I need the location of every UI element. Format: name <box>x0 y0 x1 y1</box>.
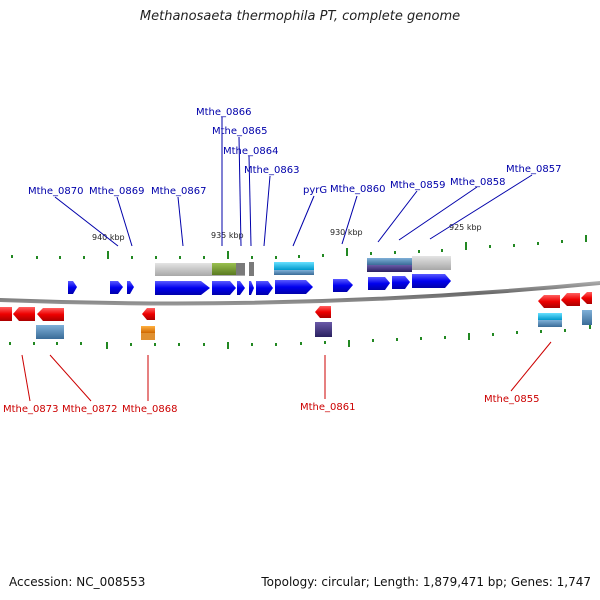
scale-label-940: 940 kbp <box>92 233 125 242</box>
genome-backbone <box>0 281 600 306</box>
reverse-genes <box>0 292 592 321</box>
gene-label-pyrg: pyrG <box>303 185 327 196</box>
gene-label-mthe-0869: Mthe_0869 <box>89 186 145 197</box>
forward-genes <box>68 274 451 295</box>
scale-ticks-lower <box>9 322 591 349</box>
gene-label-mthe-0870: Mthe_0870 <box>28 186 84 197</box>
accession-text: Accession: NC_008553 <box>9 575 146 589</box>
gene-label-mthe-0863: Mthe_0863 <box>244 165 300 176</box>
scale-label-930: 930 kbp <box>330 228 363 237</box>
forward-label-lines <box>54 117 533 247</box>
map-title: Methanosaeta thermophila PT, complete ge… <box>139 9 461 24</box>
scale-ticks-upper <box>11 235 587 259</box>
gene-label-mthe-0858: Mthe_0858 <box>450 177 506 188</box>
scale-label-925: 925 kbp <box>449 223 482 232</box>
reverse-label-lines <box>21 341 552 402</box>
scale-label-935: 935 kbp <box>211 231 244 240</box>
gene-label-mthe-0857: Mthe_0857 <box>506 164 562 175</box>
gene-label-mthe-0864: Mthe_0864 <box>223 146 279 157</box>
gene-label-mthe-0867: Mthe_0867 <box>151 186 207 197</box>
gene-label-mthe-0859: Mthe_0859 <box>390 180 446 191</box>
gene-label-mthe-0865: Mthe_0865 <box>212 126 268 137</box>
gene-label-mthe-0855: Mthe_0855 <box>484 394 540 405</box>
gene-label-mthe-0860: Mthe_0860 <box>330 184 386 195</box>
gene-label-mthe-0868: Mthe_0868 <box>122 404 178 415</box>
feature-blocks-upper <box>155 256 451 276</box>
gene-label-mthe-0873: Mthe_0873 <box>3 404 59 415</box>
gene-label-mthe-0861: Mthe_0861 <box>300 402 356 413</box>
gene-label-mthe-0872: Mthe_0872 <box>62 404 118 415</box>
genome-summary-text: Topology: circular; Length: 1,879,471 bp… <box>261 575 591 589</box>
feature-blocks-lower <box>36 310 592 340</box>
gene-label-mthe-0866: Mthe_0866 <box>196 107 252 118</box>
